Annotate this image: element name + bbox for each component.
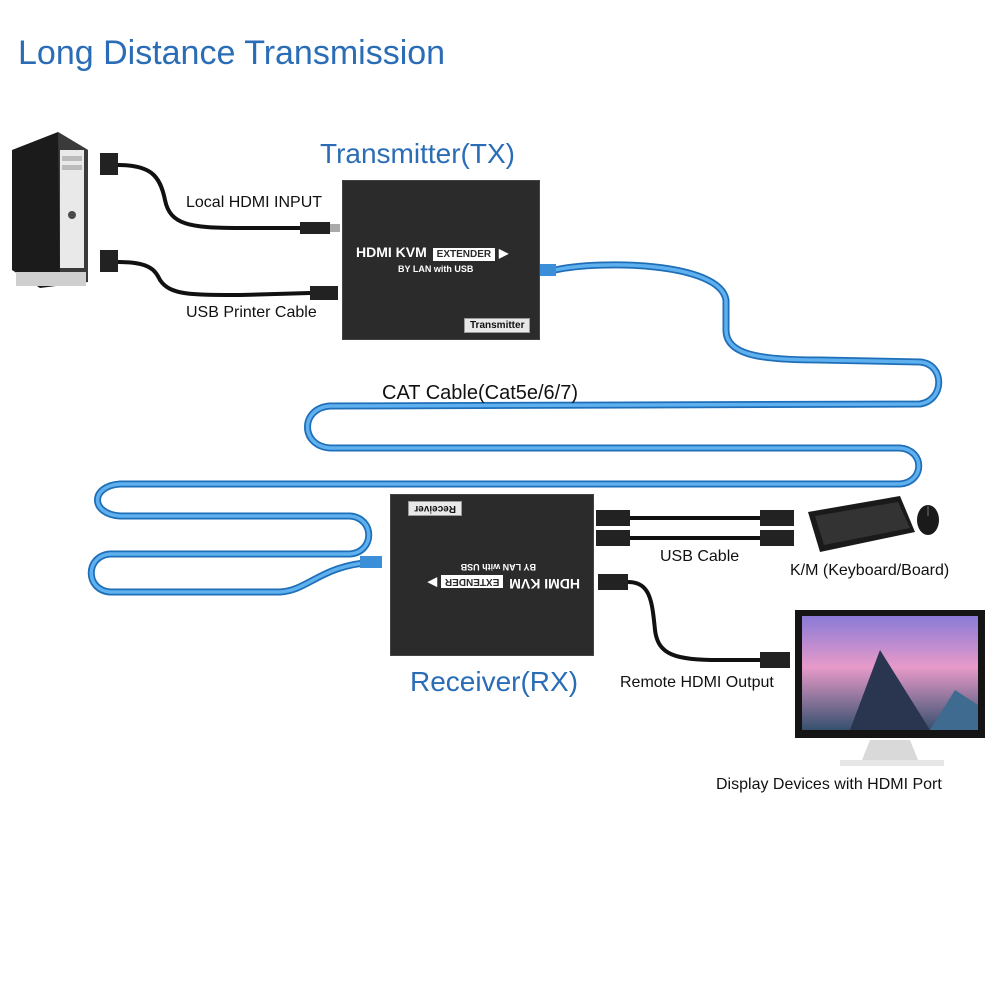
receiver-title: Receiver(RX): [410, 666, 579, 697]
rx-brand-sub: EXTENDER: [440, 575, 504, 588]
tx-brand: HDMI KVM: [356, 244, 427, 260]
usb-km-cables: [596, 510, 794, 546]
pc-tower-icon: [12, 132, 88, 288]
rx-tag: Receiver: [408, 501, 462, 516]
hdmi-output-cable: [598, 574, 790, 668]
tx-tag: Transmitter: [464, 318, 531, 333]
remote-hdmi-label: Remote HDMI Output: [620, 674, 774, 691]
usb-printer-cable: [100, 250, 338, 300]
usb-cable-label: USB Cable: [660, 548, 740, 565]
monitor-icon: [795, 610, 985, 766]
receiver-device: HDMI KVM EXTENDER ▶ BY LAN with USB Rece…: [390, 494, 594, 656]
cat-cable-label: CAT Cable(Cat5e/6/7): [382, 382, 579, 404]
rj45-connector-rx: [360, 556, 382, 568]
mouse-icon: [917, 505, 939, 535]
tx-arrow-icon: ▶: [499, 246, 509, 260]
keyboard-icon: [808, 496, 915, 552]
cat-cable: [87, 261, 943, 596]
tx-brand-sub: EXTENDER: [432, 248, 496, 261]
page-title: Long Distance Transmission: [18, 34, 446, 72]
rx-brand: HDMI KVM: [509, 576, 580, 592]
tx-by-lan: BY LAN with USB: [398, 264, 474, 274]
hdmi-input-cable: [100, 153, 340, 234]
display-label: Display Devices with HDMI Port: [716, 776, 942, 793]
transmitter-title: Transmitter(TX): [320, 138, 515, 169]
local-hdmi-label: Local HDMI INPUT: [186, 194, 323, 211]
rj45-connector-tx: [540, 264, 556, 276]
rx-arrow-icon: ▶: [427, 576, 437, 590]
km-label: K/M (Keyboard/Board): [790, 562, 950, 579]
rx-by-lan: BY LAN with USB: [460, 562, 536, 572]
transmitter-device: HDMI KVM EXTENDER ▶ BY LAN with USB Tran…: [342, 180, 540, 340]
usb-printer-label: USB Printer Cable: [186, 304, 317, 321]
